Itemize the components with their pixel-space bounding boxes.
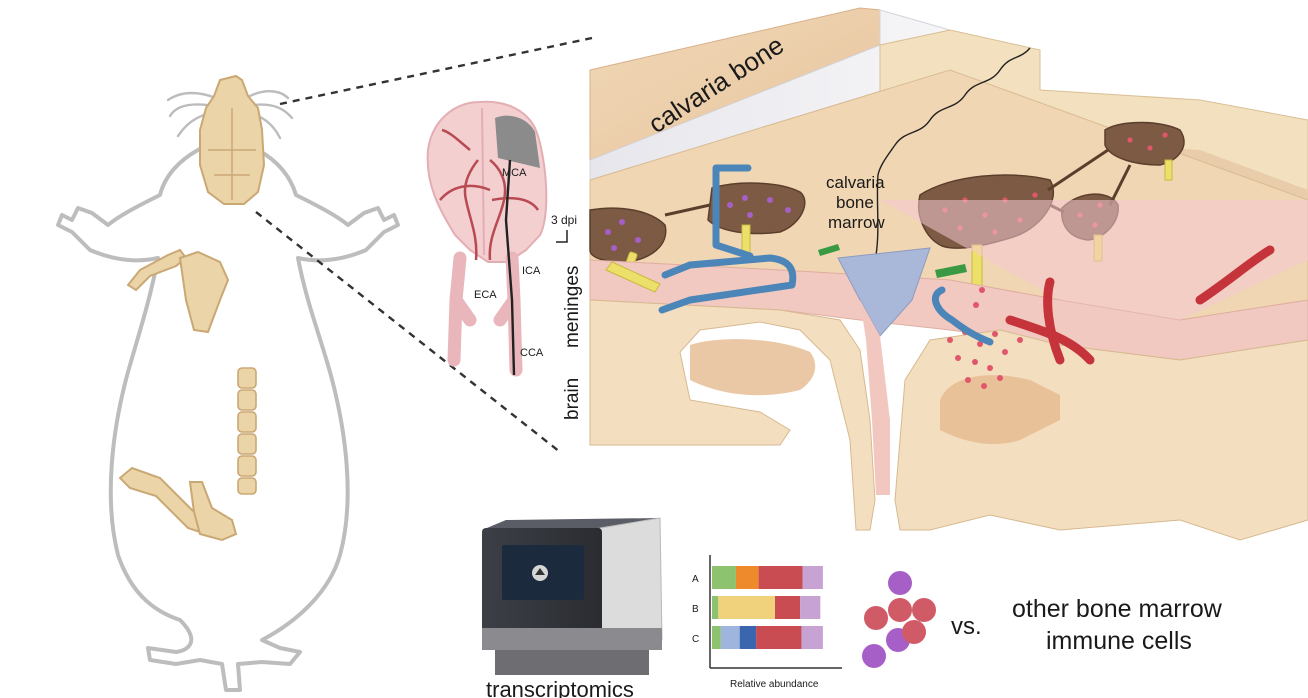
catheter-wire xyxy=(504,159,516,376)
meninges-sheet xyxy=(880,200,1308,320)
humerus-bone xyxy=(126,248,188,292)
artery-network xyxy=(439,128,540,261)
label-ica: ICA xyxy=(522,265,541,277)
chart-bars xyxy=(712,566,823,649)
label-other-cells-line2: immune cells xyxy=(1046,627,1192,655)
sequencer-machine: transcriptomics xyxy=(482,517,663,698)
bar-segment-c-3 xyxy=(720,626,740,649)
blue-catheter xyxy=(658,164,994,346)
label-cbm-line1: calvaria xyxy=(826,173,885,192)
marrow-cavity-center xyxy=(707,182,806,235)
skull-sutures xyxy=(208,108,256,200)
cell-cluster xyxy=(862,571,936,668)
yellow-cannula xyxy=(605,261,661,293)
label-transcriptomics: transcriptomics xyxy=(486,677,634,698)
cell-red xyxy=(912,598,936,622)
label-cbm-line2: bone xyxy=(836,193,874,212)
bar-segment-c-0 xyxy=(712,626,721,649)
label-cca: CCA xyxy=(520,347,544,359)
cell-red xyxy=(888,598,912,622)
stroke-region xyxy=(495,115,540,168)
bar-segment-a-5 xyxy=(758,566,803,589)
cortex-inner-right xyxy=(940,375,1060,445)
bar-segment-b-0 xyxy=(712,596,719,619)
label-calvaria-bone-marrow: calvaria bone marrow xyxy=(826,173,885,232)
green-cannulas xyxy=(818,244,967,278)
meningeal-cells xyxy=(947,287,1023,389)
brain-midline xyxy=(481,107,485,256)
eject-icon xyxy=(535,568,545,575)
cell-red xyxy=(864,606,888,630)
abundance-chart: A B C Relative abundance xyxy=(692,555,842,690)
machine-tray xyxy=(495,650,649,675)
label-mca: MCA xyxy=(502,167,527,179)
mouse-outline xyxy=(56,140,400,692)
sinus-wedge xyxy=(837,247,931,337)
spine xyxy=(237,367,257,495)
bar-segment-c-4 xyxy=(739,626,757,649)
label-dpi: 3 dpi xyxy=(551,213,577,227)
machine-base xyxy=(482,628,662,650)
label-vs: vs. xyxy=(951,613,982,640)
falx-midline xyxy=(860,300,890,495)
label-brain: brain xyxy=(562,378,583,420)
category-label-b: B xyxy=(692,604,699,615)
label-meninges: meninges xyxy=(562,266,583,348)
pelvis-bone xyxy=(188,481,238,542)
chart-category-labels: A B C xyxy=(692,574,699,645)
tissue-block: calvaria bone xyxy=(589,7,1308,541)
bar-segment-c-5 xyxy=(756,626,802,649)
label-eca: ECA xyxy=(474,289,497,301)
cell-purple xyxy=(888,571,912,595)
bar-segment-c-6 xyxy=(801,626,823,649)
timeline-marker: 3 dpi xyxy=(551,213,577,243)
label-other-cells-line1: other bone marrow xyxy=(1012,595,1223,623)
brain-tissue-left xyxy=(589,299,876,531)
brain-vasculature: MCA ICA ECA CCA xyxy=(426,100,548,377)
mouse-illustration xyxy=(56,74,400,692)
scapula-bone xyxy=(178,250,230,334)
bar-segment-a-6 xyxy=(802,566,823,589)
nerve-fiber xyxy=(875,47,1031,256)
cell-purple xyxy=(862,644,886,668)
chart-x-label: Relative abundance xyxy=(730,679,819,690)
cell-red xyxy=(902,620,926,644)
bar-segment-b-2 xyxy=(718,596,775,619)
cortex-inner-left xyxy=(690,339,816,396)
label-cbm-line3: marrow xyxy=(828,213,885,232)
category-label-c: C xyxy=(692,634,699,645)
bar-segment-a-1 xyxy=(735,566,759,589)
category-label-a: A xyxy=(692,574,699,585)
blood-vessels xyxy=(1005,245,1275,365)
marrow-cavity-left xyxy=(589,207,667,263)
zoom-lines xyxy=(255,36,593,453)
marrow-cells-purple xyxy=(605,195,791,251)
bar-segment-b-5 xyxy=(775,596,801,619)
dpi-tick xyxy=(556,230,568,243)
bar-segment-b-6 xyxy=(800,596,821,619)
neck-vessels xyxy=(447,251,523,377)
bar-segment-a-0 xyxy=(712,566,736,589)
